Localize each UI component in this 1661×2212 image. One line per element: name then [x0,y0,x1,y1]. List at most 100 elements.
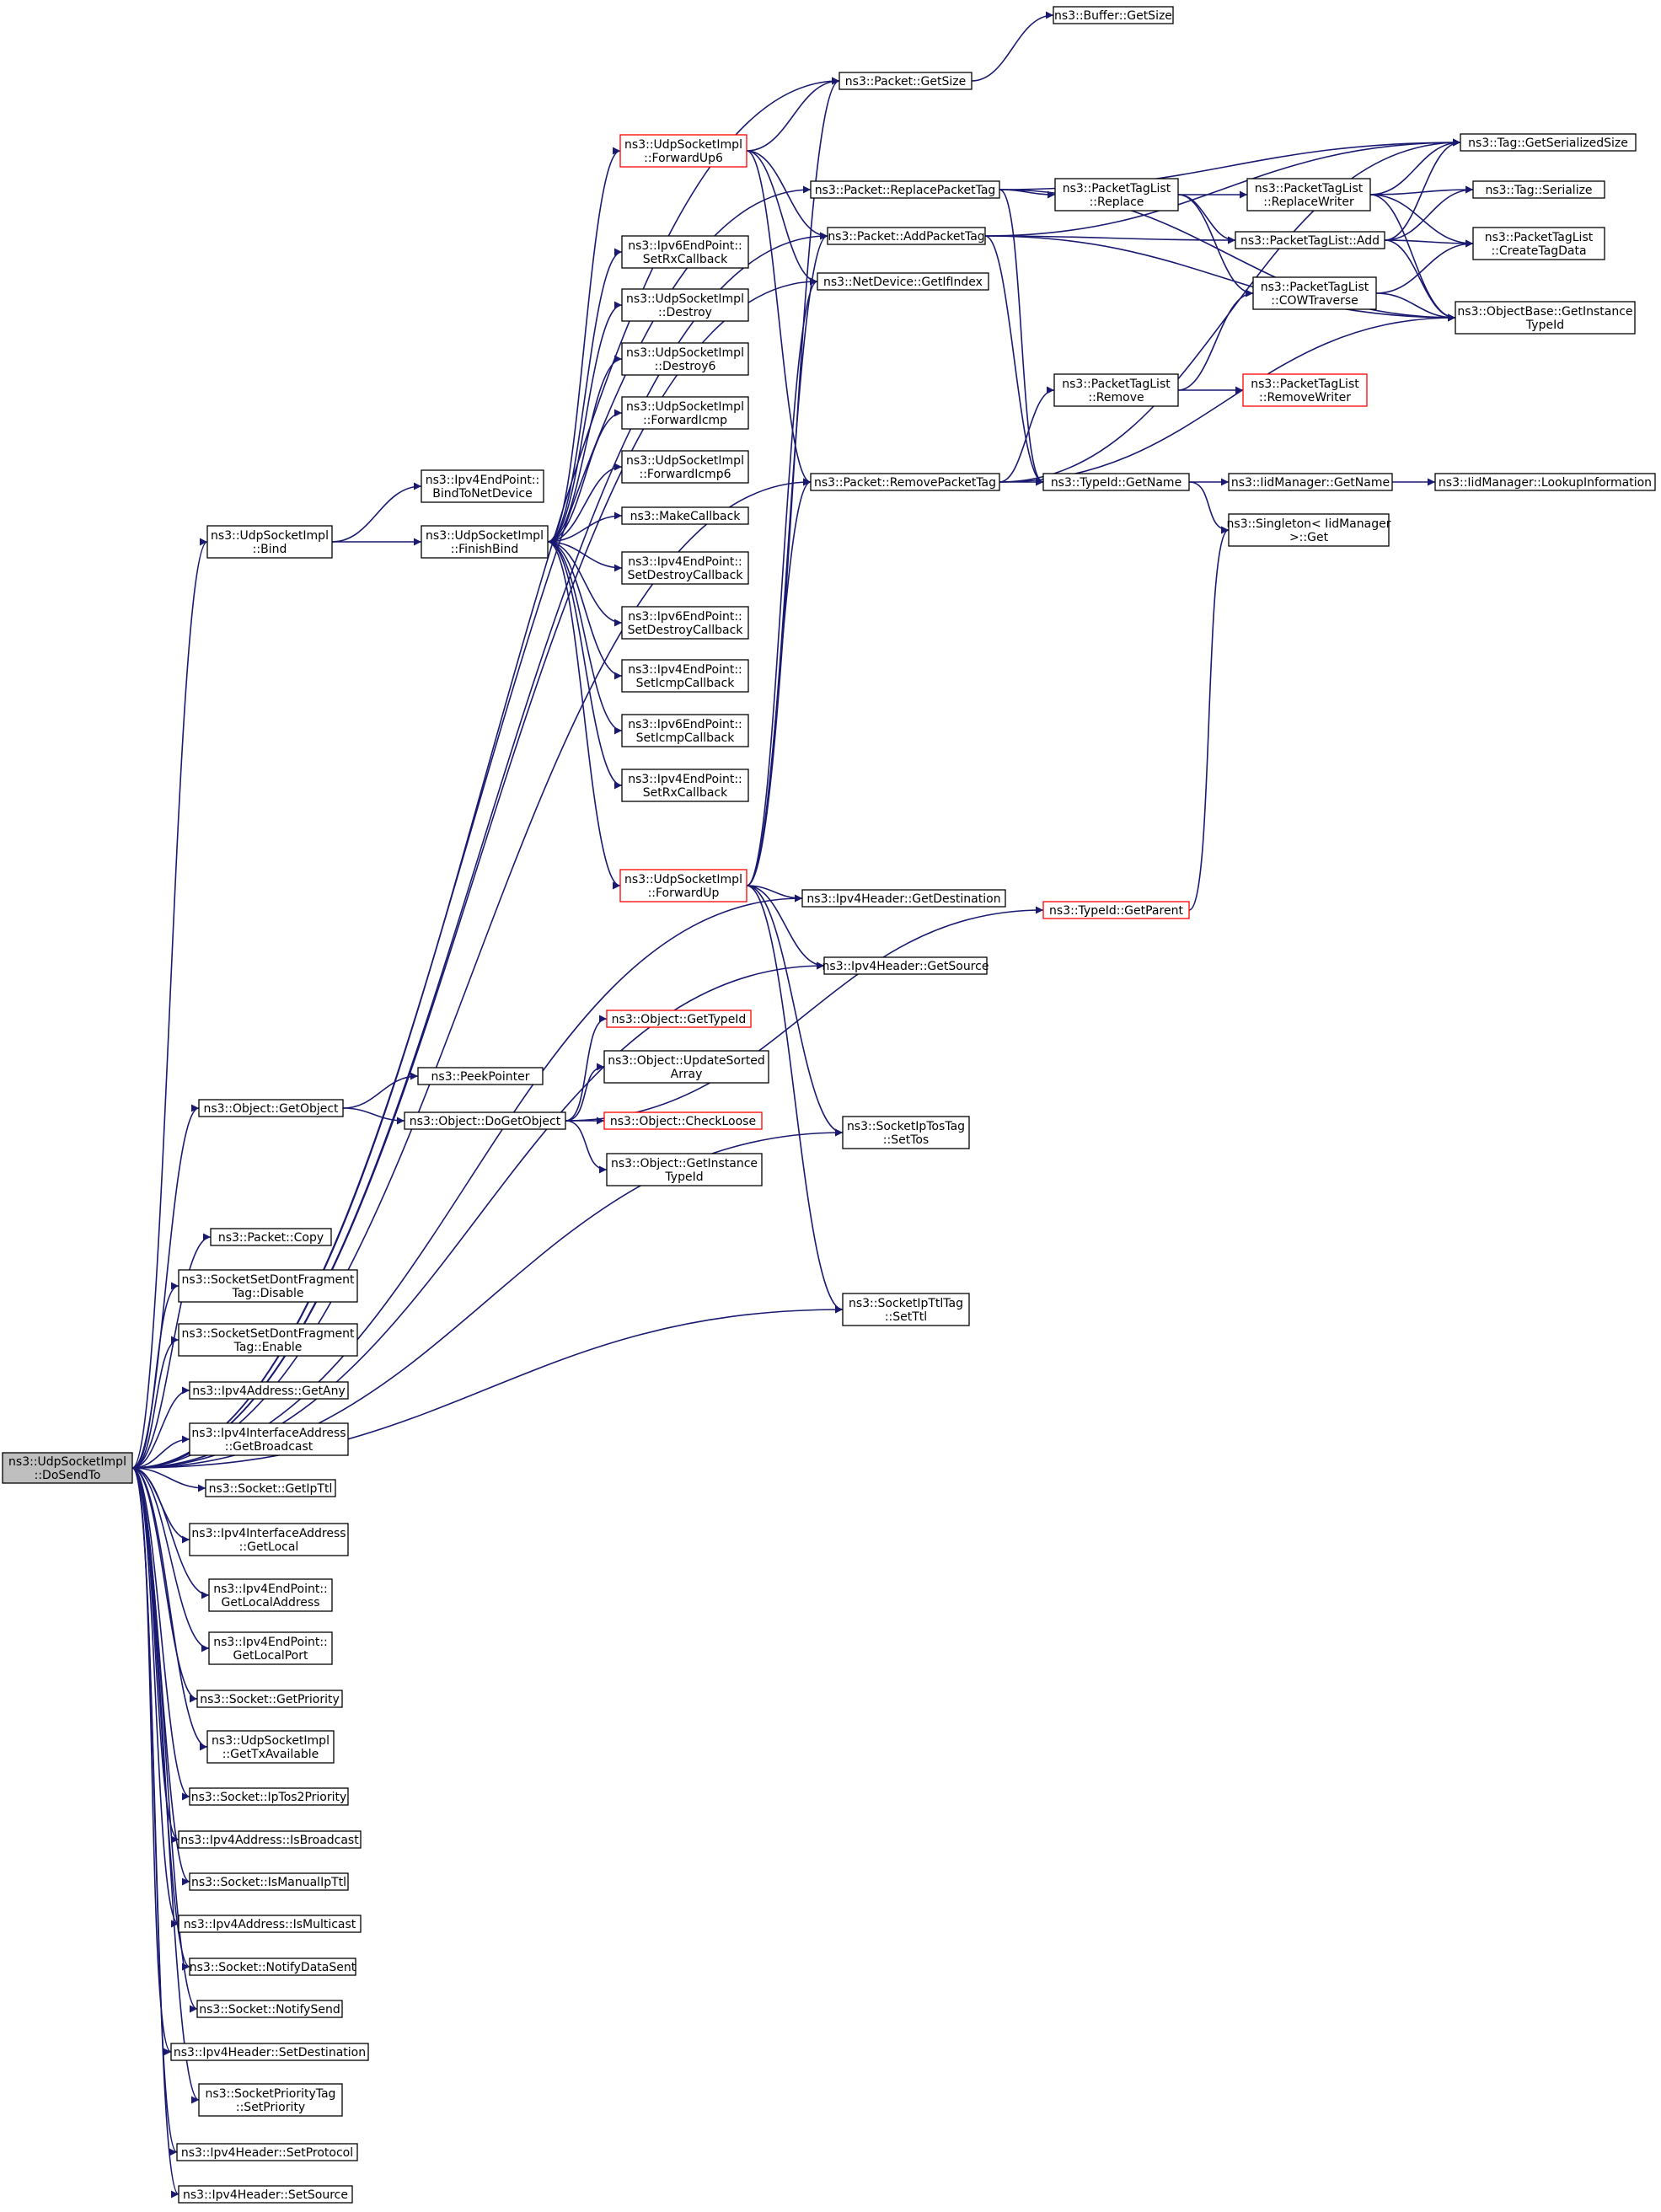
node-ipv4address-getany[interactable]: ns3::Ipv4Address::GetAny [189,1381,349,1400]
node-socketttl-setttl[interactable]: ns3::SocketIpTtlTag::SetTtl [842,1293,970,1326]
node-ipv4header-setprotocol[interactable]: ns3::Ipv4Header::SetProtocol [176,2143,358,2161]
node-ipv4ep-seticmpcallback[interactable]: ns3::Ipv4EndPoint::SetIcmpCallback [621,659,749,693]
node-ipv4header-getdestination[interactable]: ns3::Ipv4Header::GetDestination [801,889,1006,908]
node-packet-getsize[interactable]: ns3::Packet::GetSize [839,72,972,90]
node-udp-forwardup[interactable]: ns3::UdpSocketImpl::ForwardUp [619,869,747,902]
node-box [1472,227,1605,260]
node-replacepackettag[interactable]: ns3::Packet::ReplacePacketTag [810,180,1000,199]
node-tag-serialize[interactable]: ns3::Tag::Serialize [1472,180,1605,199]
node-ptl-remove[interactable]: ns3::PacketTagList::Remove [1053,373,1179,407]
node-socket-notifydatasent[interactable]: ns3::Socket::NotifyDataSent [189,1958,356,1976]
node-ptl-cowtraverse[interactable]: ns3::PacketTagList::COWTraverse [1252,276,1377,310]
node-udp-forwardicmp6[interactable]: ns3::UdpSocketImpl::ForwardIcmp6 [621,450,749,484]
node-buffer-getsize[interactable]: ns3::Buffer::GetSize [1053,6,1174,24]
node-peekpointer[interactable]: ns3::PeekPointer [417,1067,544,1085]
node-socket-getpriority[interactable]: ns3::Socket::GetPriority [196,1690,343,1708]
node-makecallback[interactable]: ns3::MakeCallback [621,506,749,525]
node-box [206,1730,335,1764]
node-object-getobject[interactable]: ns3::Object::GetObject [198,1099,344,1117]
node-socketprio-setpriority[interactable]: ns3::SocketPriorityTag::SetPriority [198,2083,343,2117]
node-ipv6ep-setrxcallback[interactable]: ns3::Ipv6EndPoint::SetRxCallback [621,235,749,269]
node-ipv6ep-setdestroycallback[interactable]: ns3::Ipv6EndPoint::SetDestroyCallback [621,606,749,640]
node-udp-bind[interactable]: ns3::UdpSocketImpl::Bind [206,525,333,559]
node-label: ns3::Socket::GetIpTtl [209,1482,333,1496]
edge-udp-finishbind-to-udp-destroy6 [547,355,623,543]
node-object-dogetobject[interactable]: ns3::Object::DoGetObject [404,1111,566,1130]
node-box [619,134,747,168]
node-udp-destroy6[interactable]: ns3::UdpSocketImpl::Destroy6 [621,342,749,376]
node-ptl-replacewriter[interactable]: ns3::PacketTagList::ReplaceWriter [1246,178,1371,212]
node-label: >::Get [1289,531,1329,544]
node-typeid-getparent[interactable]: ns3::TypeId::GetParent [1042,901,1190,919]
node-ipv4ep-bindtonetdevice[interactable]: ns3::Ipv4EndPoint::BindToNetDevice [421,469,544,503]
node-box [208,1631,333,1665]
edge-udp-bind-to-ipv4ep-bindtonetdevice [331,482,422,543]
node-sockettos-settos[interactable]: ns3::SocketIpTosTag::SetTos [842,1116,970,1149]
node-packet-copy[interactable]: ns3::Packet::Copy [210,1228,332,1246]
node-ptl-add[interactable]: ns3::PacketTagList::Add [1235,231,1385,249]
node-object-gettypeid[interactable]: ns3::Object::GetTypeId [606,1010,752,1028]
node-ipv4header-getsource[interactable]: ns3::Ipv4Header::GetSource [822,956,989,975]
node-socket-iptos2priority[interactable]: ns3::Socket::IpTos2Priority [189,1787,349,1806]
node-iidmanager-getname[interactable]: ns3::IidManager::GetName [1228,473,1393,491]
node-label: ns3::Singleton< IidManager [1227,517,1391,531]
node-udp-destroy[interactable]: ns3::UdpSocketImpl::Destroy [621,288,749,322]
node-netdevice-getifindex[interactable]: ns3::NetDevice::GetIfIndex [817,272,989,291]
node-box [606,1153,763,1186]
node-ipv6ep-seticmpcallback[interactable]: ns3::Ipv6EndPoint::SetIcmpCallback [621,714,749,747]
node-box [206,525,333,559]
node-box [189,1381,349,1400]
node-label: ns3::Tag::GetSerializedSize [1468,137,1628,150]
node-forwardup6[interactable]: ns3::UdpSocketImpl::ForwardUp6 [619,134,747,168]
node-label: ns3::UdpSocketImpl [626,400,744,414]
node-ipv4ep-setrxcallback[interactable]: ns3::Ipv4EndPoint::SetRxCallback [621,769,749,802]
node-ipv4ifaddr-getlocal[interactable]: ns3::Ipv4InterfaceAddress::GetLocal [189,1523,349,1556]
node-ipv4header-setdestination[interactable]: ns3::Ipv4Header::SetDestination [170,2043,369,2061]
node-socket-ismanualipttl[interactable]: ns3::Socket::IsManualIpTtl [189,1872,349,1891]
node-label: ns3::UdpSocketImpl [426,529,544,543]
edge-forwardup6-to-netdevice-getifindex [746,150,818,286]
node-removepackettag[interactable]: ns3::Packet::RemovePacketTag [810,473,1000,491]
node-udp-forwardicmp[interactable]: ns3::UdpSocketImpl::ForwardIcmp [621,396,749,430]
node-dosendto[interactable]: ns3::UdpSocketImpl::DoSendTo [2,1452,133,1484]
node-box [621,342,749,376]
edge-dosendto-to-object-getobject [131,1104,200,1469]
node-singleton-get[interactable]: ns3::Singleton< IidManager >::Get [1227,513,1391,547]
node-ipv4address-ismulticast[interactable]: ns3::Ipv4Address::IsMulticast [178,1915,362,1933]
node-ipv4ep-getlocaladdress[interactable]: ns3::Ipv4EndPoint::GetLocalAddress [208,1578,333,1612]
node-label: ns3::Tag::Serialize [1485,184,1592,197]
node-box [178,1323,358,1357]
node-addpackettag[interactable]: ns3::Packet::AddPacketTag [827,227,986,245]
node-ptl-createtagdata[interactable]: ns3::PacketTagList::CreateTagData [1472,227,1605,260]
node-tag-getserializedsize[interactable]: ns3::Tag::GetSerializedSize [1460,133,1637,152]
node-socket-getipttl[interactable]: ns3::Socket::GetIpTtl [205,1479,336,1497]
node-ipv4header-setsource[interactable]: ns3::Ipv4Header::SetSource [178,2185,353,2204]
node-ipv4ep-setdestroycallback[interactable]: ns3::Ipv4EndPoint::SetDestroyCallback [621,551,749,585]
node-box [621,606,749,640]
node-ptl-removewriter[interactable]: ns3::PacketTagList::RemoveWriter [1242,373,1368,407]
node-udp-finishbind[interactable]: ns3::UdpSocketImpl::FinishBind [421,525,549,559]
node-box [1460,133,1637,152]
node-udp-gettxavailable[interactable]: ns3::UdpSocketImpl::GetTxAvailable [206,1730,335,1764]
node-ptl-replace[interactable]: ns3::PacketTagList::Replace [1054,178,1179,212]
node-label: SetRxCallback [643,786,728,800]
node-socket-notifysend[interactable]: ns3::Socket::NotifySend [196,2000,343,2018]
node-ipv4address-isbroadcast[interactable]: ns3::Ipv4Address::IsBroadcast [178,1830,362,1849]
node-iidmanager-lookupinformation[interactable]: ns3::IidManager::LookupInformation [1434,473,1656,491]
node-label: ns3::Object::GetInstance [611,1157,758,1170]
node-typeid-getname[interactable]: ns3::TypeId::GetName [1042,473,1190,491]
edge-dosendto-to-ipv4address-getany [131,1386,190,1469]
node-ipv4ifaddr-getbroadcast[interactable]: ns3::Ipv4InterfaceAddress::GetBroadcast [189,1422,349,1456]
node-box [421,469,544,503]
node-ipv4ep-getlocalport[interactable]: ns3::Ipv4EndPoint::GetLocalPort [208,1631,333,1665]
edge-ptl-replace-to-ptl-cowtraverse [1177,194,1254,297]
node-label: ::Bind [253,543,287,556]
node-object-checkloose[interactable]: ns3::Object::CheckLoose [603,1111,763,1130]
node-label: ns3::Socket::IsManualIpTtl [191,1876,346,1889]
